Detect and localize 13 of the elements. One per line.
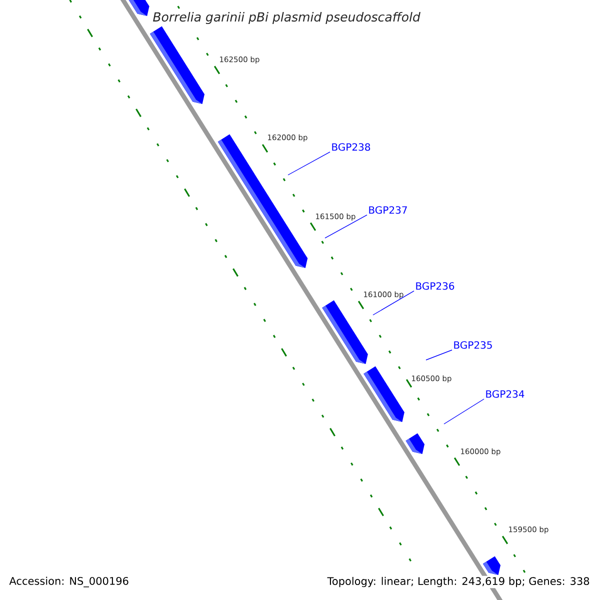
leader-line [372, 290, 414, 316]
gene-label: BGP238 [332, 143, 370, 151]
summary-text: Topology: linear; Length: 243,619 bp; Genes: 338 [326, 576, 591, 588]
gene-label: BGP234 [486, 390, 524, 398]
leader-line [426, 350, 452, 360]
gene-label: BGP237 [369, 206, 407, 214]
gene-label: BGP235 [454, 341, 492, 349]
accession-text: Accession: NS_000196 [8, 576, 130, 588]
title: Borrelia garinii pBi plasmid pseudoscaffold [151, 10, 422, 26]
leader-line [444, 398, 484, 424]
leader-line [288, 152, 330, 176]
leader-line [324, 214, 368, 238]
gene-label: BGP236 [416, 282, 454, 290]
